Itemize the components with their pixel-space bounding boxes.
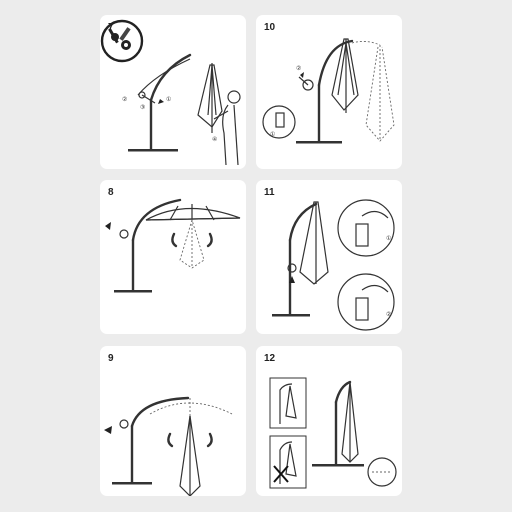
step-10-illustration: ① ② [262,38,395,144]
step-11-panel: 11 ① ② [256,180,402,334]
callout-2: ② [122,96,127,103]
step-12-illustration [269,377,397,489]
step-10-panel: 10 ① ② [256,15,402,169]
step-11-illustration: ① ② [272,199,395,331]
tools-icon [100,19,144,63]
step-7-panel: 7 ① ② ③ ④ [100,15,246,169]
step-number: 12 [264,353,276,364]
step-number: 9 [108,353,114,364]
step-9-illustration [104,396,233,496]
step-number: 11 [264,187,275,198]
step-8-illustration [105,198,241,293]
step-12-panel: 12 [256,346,402,496]
callout-2: ② [296,65,301,72]
step-8-panel: 8 [100,180,246,334]
step-9-panel: 9 [100,346,246,496]
callout-1: ① [166,96,171,103]
step-7-illustration: ① ② ③ ④ [100,19,241,166]
step-number: 10 [264,22,276,33]
step-number: 7 [108,22,114,33]
step-number: 8 [108,187,114,198]
callout-1: ① [270,131,275,138]
callout-4: ④ [212,136,217,143]
callout-2: ② [386,311,391,318]
callout-3: ③ [140,104,145,111]
callout-1: ① [386,235,391,242]
